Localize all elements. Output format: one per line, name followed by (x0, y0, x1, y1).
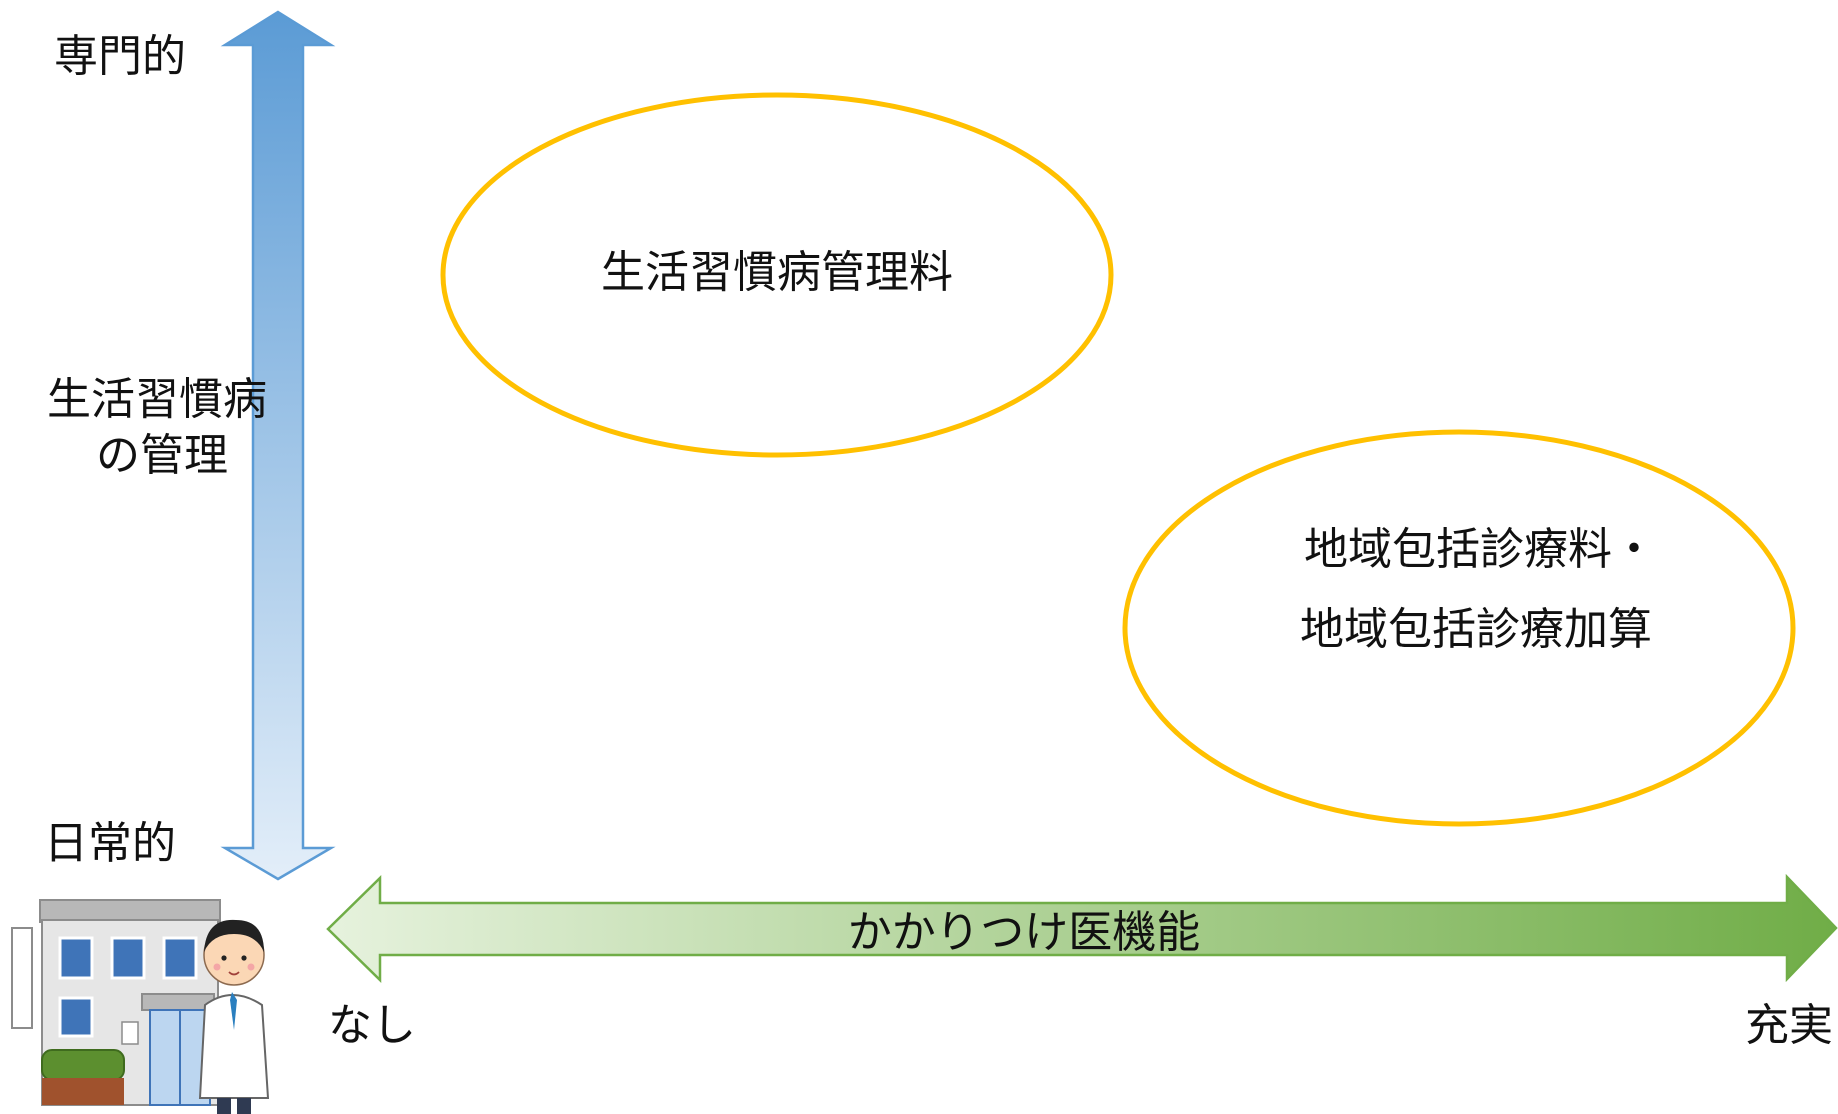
horizontal-axis-right-label: 充実 (1745, 1000, 1833, 1051)
ellipse-lifestyle-disease-fee (440, 92, 1114, 458)
ellipse-lower-right-text-line2: 地域包括診療加算 (1300, 604, 1652, 655)
vertical-axis-arrow (220, 10, 336, 881)
vertical-axis-top-label: 専門的 (54, 31, 186, 82)
ellipse-regional-comprehensive-care (1122, 429, 1796, 827)
clinic-with-doctor-icon (11, 899, 270, 1114)
vertical-axis-middle-label-line1: 生活習慣病 (47, 374, 267, 425)
vertical-axis-middle-label-line2: の管理 (96, 430, 228, 481)
horizontal-axis-left-label: なし (328, 1000, 416, 1051)
horizontal-axis-arrow (326, 873, 1838, 983)
horizontal-axis-label: かかりつけ医機能 (848, 907, 1200, 958)
vertical-axis-bottom-label: 日常的 (44, 818, 176, 869)
ellipse-upper-left-text: 生活習慣病管理料 (601, 247, 953, 298)
ellipse-lower-right-text-line1: 地域包括診療料・ (1304, 524, 1656, 575)
